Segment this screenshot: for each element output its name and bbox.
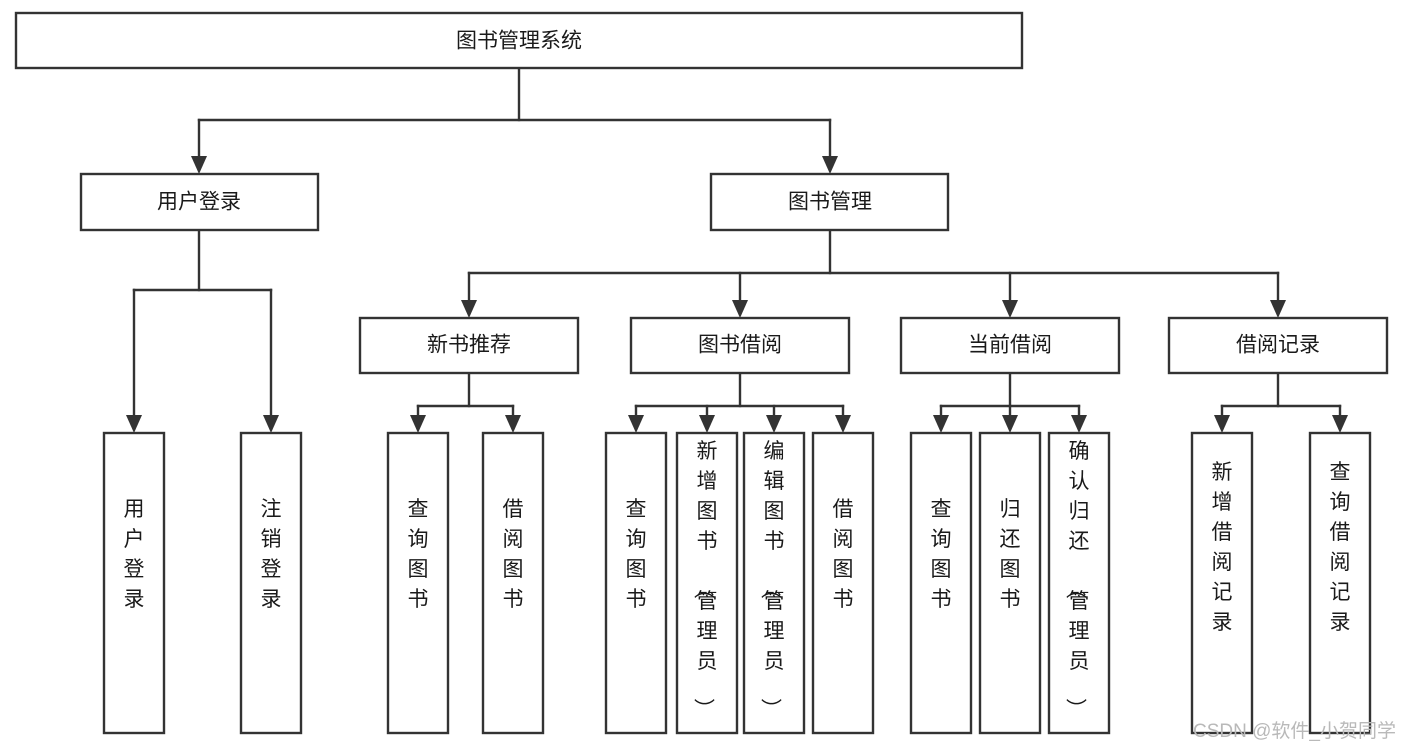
leaf-borrow-book-2-label: 借阅图书 [833, 498, 854, 611]
leaf-user-logout-box[interactable] [239, 431, 303, 735]
leaf-add-book[interactable]: 新增图书（管理员） [675, 431, 739, 735]
leaf-user-logout[interactable]: 注销登录 [239, 431, 303, 735]
node-user-login-box[interactable] [79, 172, 320, 232]
arrow-head-leaf-query-book-2 [628, 415, 644, 433]
arrow-head-current-borrow [1002, 300, 1018, 318]
leaf-query-borrow-record[interactable]: 查询借阅记录 [1308, 431, 1372, 735]
node-book-borrow[interactable]: 图书借阅 [629, 316, 851, 375]
leaf-edit-book[interactable]: 编辑图书（管理员） [742, 431, 806, 735]
leaf-return-book[interactable]: 归还图书 [978, 431, 1042, 735]
node-borrow-record-box[interactable] [1167, 316, 1389, 375]
leaf-add-borrow-record[interactable]: 新增借阅记录 [1190, 431, 1254, 735]
leaf-user-login[interactable]: 用户登录 [102, 431, 166, 735]
leaf-borrow-book-2[interactable]: 借阅图书 [811, 431, 875, 735]
leaf-borrow-book-1-label: 借阅图书 [503, 498, 524, 611]
arrow-head-leaf-user-login [126, 415, 142, 433]
arrow-head-new-book-recommend [461, 300, 477, 318]
arrow-head-leaf-query-book-1 [410, 415, 426, 433]
node-user-login-label: 用户登录 [157, 191, 241, 214]
leaf-edit-book-box[interactable] [742, 431, 806, 735]
node-root-label: 图书管理系统 [456, 30, 582, 53]
leaf-query-book-3-box[interactable] [909, 431, 973, 735]
node-book-borrow-box[interactable] [629, 316, 851, 375]
arrow-head-leaf-borrow-book-2 [835, 415, 851, 433]
leaf-query-book-1-box[interactable] [386, 431, 450, 735]
leaf-add-borrow-record-label: 新增借阅记录 [1212, 461, 1233, 634]
leaf-edit-book-label: 编辑图书（管理员） [759, 440, 785, 719]
leaf-query-book-2-label: 查询图书 [626, 498, 647, 611]
leaf-user-logout-label: 注销登录 [261, 498, 282, 611]
leaf-query-book-3[interactable]: 查询图书 [909, 431, 973, 735]
node-new-book-recommend-label: 新书推荐 [427, 334, 511, 357]
leaf-borrow-book-2-box[interactable] [811, 431, 875, 735]
node-current-borrow[interactable]: 当前借阅 [899, 316, 1121, 375]
arrow-head-leaf-query-book-3 [933, 415, 949, 433]
node-borrow-record-label: 借阅记录 [1236, 334, 1320, 357]
leaf-confirm-return-label: 确认归还（管理员） [1064, 440, 1090, 719]
arrow-head-leaf-add-book [699, 415, 715, 433]
leaf-add-borrow-record-box[interactable] [1190, 431, 1254, 735]
csdn-watermark: CSDN @软件_小贺同学 [1193, 720, 1396, 742]
leaf-confirm-return[interactable]: 确认归还（管理员） [1047, 431, 1111, 735]
leaf-borrow-book-1[interactable]: 借阅图书 [481, 431, 545, 735]
arrow-head-leaf-add-borrow-record [1214, 415, 1230, 433]
arrow-head-leaf-borrow-book-1 [505, 415, 521, 433]
leaf-add-book-box[interactable] [675, 431, 739, 735]
node-book-borrow-label: 图书借阅 [698, 334, 782, 357]
leaf-return-book-label: 归还图书 [1000, 498, 1021, 611]
node-new-book-recommend[interactable]: 新书推荐 [358, 316, 580, 375]
leaf-query-book-1-label: 查询图书 [408, 498, 429, 611]
arrow-head-user-login [191, 156, 207, 174]
node-root-box[interactable] [14, 11, 1024, 70]
leaf-query-borrow-record-label: 查询借阅记录 [1330, 461, 1351, 634]
node-borrow-record[interactable]: 借阅记录 [1167, 316, 1389, 375]
node-new-book-recommend-box[interactable] [358, 316, 580, 375]
leaf-query-book-3-label: 查询图书 [931, 498, 952, 611]
connector-layer [126, 66, 1348, 433]
node-user-login[interactable]: 用户登录 [79, 172, 320, 232]
node-current-borrow-label: 当前借阅 [968, 334, 1052, 357]
node-book-manage-box[interactable] [709, 172, 950, 232]
leaf-confirm-return-box[interactable] [1047, 431, 1111, 735]
leaf-return-book-box[interactable] [978, 431, 1042, 735]
leaf-borrow-book-1-box[interactable] [481, 431, 545, 735]
arrow-head-leaf-return-book [1002, 415, 1018, 433]
leaf-user-login-box[interactable] [102, 431, 166, 735]
leaf-query-book-2-box[interactable] [604, 431, 668, 735]
leaf-add-book-label: 新增图书（管理员） [692, 440, 718, 719]
arrow-head-book-manage [822, 156, 838, 174]
arrow-head-leaf-user-logout [263, 415, 279, 433]
leaf-query-book-2[interactable]: 查询图书 [604, 431, 668, 735]
leaf-user-login-label: 用户登录 [124, 498, 145, 611]
node-current-borrow-box[interactable] [899, 316, 1121, 375]
arrow-head-book-borrow [732, 300, 748, 318]
arrow-head-leaf-edit-book [766, 415, 782, 433]
leaf-query-book-1[interactable]: 查询图书 [386, 431, 450, 735]
node-book-manage-label: 图书管理 [788, 191, 872, 214]
node-book-manage[interactable]: 图书管理 [709, 172, 950, 232]
leaf-query-borrow-record-box[interactable] [1308, 431, 1372, 735]
arrow-head-leaf-confirm-return [1071, 415, 1087, 433]
arrow-head-leaf-query-borrow-record [1332, 415, 1348, 433]
node-root[interactable]: 图书管理系统 [14, 11, 1024, 70]
arrow-head-borrow-record [1270, 300, 1286, 318]
